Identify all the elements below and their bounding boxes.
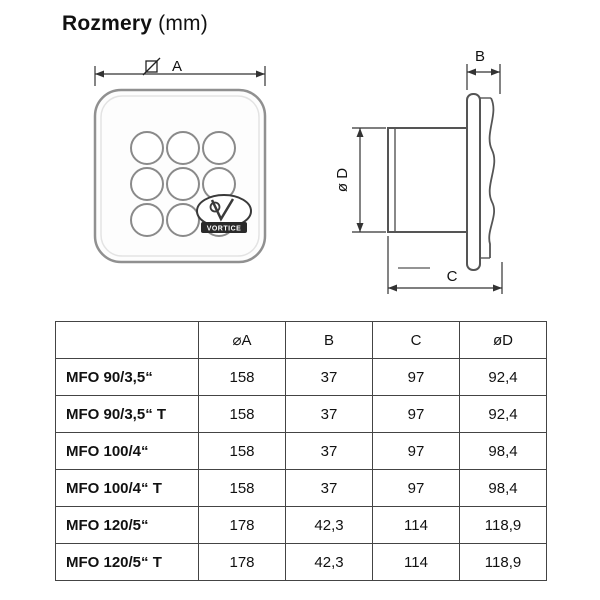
value-b: 37: [285, 469, 373, 507]
value-b: 37: [285, 395, 373, 433]
fan-front-panel-inner-shade: [100, 95, 260, 257]
header-blank: [55, 321, 199, 359]
value-c: 114: [372, 506, 460, 544]
square-dimension-symbol-slash: [142, 57, 161, 76]
dim-b-arrow-left: [467, 68, 476, 76]
grille-hole: [130, 203, 164, 237]
dimension-d: ø D: [334, 127, 386, 233]
model-label: MFO 120/5“: [55, 506, 199, 544]
model-label: MFO 100/4“ T: [55, 469, 199, 507]
value-b: 42,3: [285, 506, 373, 544]
dim-a-arrow-left: [95, 70, 104, 78]
dimension-a: A: [94, 57, 266, 86]
value-a: 158: [198, 395, 286, 433]
table-row: MFO 90/3,5“ 158 37 97 92,4: [55, 358, 547, 396]
vortice-logo: VORTICE: [196, 194, 252, 233]
model-label: MFO 90/3,5“: [55, 358, 199, 396]
dimension-drawing: VORTICE A B ø D: [93, 48, 503, 294]
table-row: MFO 120/5“ T 178 42,3 114 118,9: [55, 543, 547, 581]
page-title-unit: (mm): [158, 12, 208, 35]
vortice-logo-banner: [201, 222, 247, 233]
duct-tube: [387, 127, 469, 233]
value-b: 37: [285, 358, 373, 396]
value-a: 158: [198, 469, 286, 507]
value-d: 98,4: [459, 432, 547, 470]
value-c: 97: [372, 395, 460, 433]
table-row: MFO 90/3,5“ T 158 37 97 92,4: [55, 395, 547, 433]
dimension-c: C: [387, 236, 503, 294]
value-c: 97: [372, 358, 460, 396]
value-a: 158: [198, 358, 286, 396]
value-d: 98,4: [459, 469, 547, 507]
dimension-b: B: [466, 48, 501, 94]
value-c: 97: [372, 469, 460, 507]
dim-d-arrow-bottom: [356, 223, 364, 232]
grille-hole: [202, 131, 236, 165]
dim-b-arrow-right: [491, 68, 500, 76]
vortice-logo-swirl: [209, 201, 221, 213]
dim-a-label: A: [172, 58, 182, 75]
grille-hole: [166, 167, 200, 201]
value-a: 178: [198, 543, 286, 581]
page-title-main: Rozmery: [62, 12, 153, 35]
value-d: 118,9: [459, 506, 547, 544]
dim-d-label: ø D: [334, 168, 351, 192]
dimensions-table: ⌀A B C øD MFO 90/3,5“ 158 37 97 92,4 MFO…: [55, 321, 547, 581]
grille-holes: [130, 131, 236, 237]
grille-hole: [130, 131, 164, 165]
front-view: VORTICE: [93, 88, 267, 264]
dim-c-label: C: [447, 268, 458, 285]
value-c: 114: [372, 543, 460, 581]
value-d: 118,9: [459, 543, 547, 581]
grille-hole: [130, 167, 164, 201]
dim-c-arrow-right: [493, 284, 502, 292]
value-a: 158: [198, 432, 286, 470]
model-label: MFO 90/3,5“ T: [55, 395, 199, 433]
table-row: MFO 120/5“ 178 42,3 114 118,9: [55, 506, 547, 544]
value-b: 37: [285, 432, 373, 470]
table-row: MFO 100/4“ T 158 37 97 98,4: [55, 469, 547, 507]
dim-d-arrow-top: [356, 128, 364, 137]
header-b: B: [285, 321, 373, 359]
model-label: MFO 100/4“: [55, 432, 199, 470]
dim-b-label: B: [475, 48, 485, 65]
front-panel-side: [466, 93, 481, 271]
value-d: 92,4: [459, 358, 547, 396]
page-title: Rozmery (mm): [62, 12, 208, 36]
grille-hole: [166, 203, 200, 237]
header-c: C: [372, 321, 460, 359]
dim-c-arrow-left: [388, 284, 397, 292]
header-a: ⌀A: [198, 321, 286, 359]
table-row: MFO 100/4“ 158 37 97 98,4: [55, 432, 547, 470]
table-header-row: ⌀A B C øD: [55, 321, 547, 359]
model-label: MFO 120/5“ T: [55, 543, 199, 581]
mounting-clip-wave: [488, 97, 496, 258]
value-a: 178: [198, 506, 286, 544]
side-view: [387, 93, 496, 271]
dim-a-arrow-right: [256, 70, 265, 78]
grille-hole: [166, 131, 200, 165]
header-d: øD: [459, 321, 547, 359]
vortice-logo-text: VORTICE: [207, 226, 242, 233]
value-d: 92,4: [459, 395, 547, 433]
value-c: 97: [372, 432, 460, 470]
vortice-logo-v: [210, 198, 235, 222]
value-b: 42,3: [285, 543, 373, 581]
